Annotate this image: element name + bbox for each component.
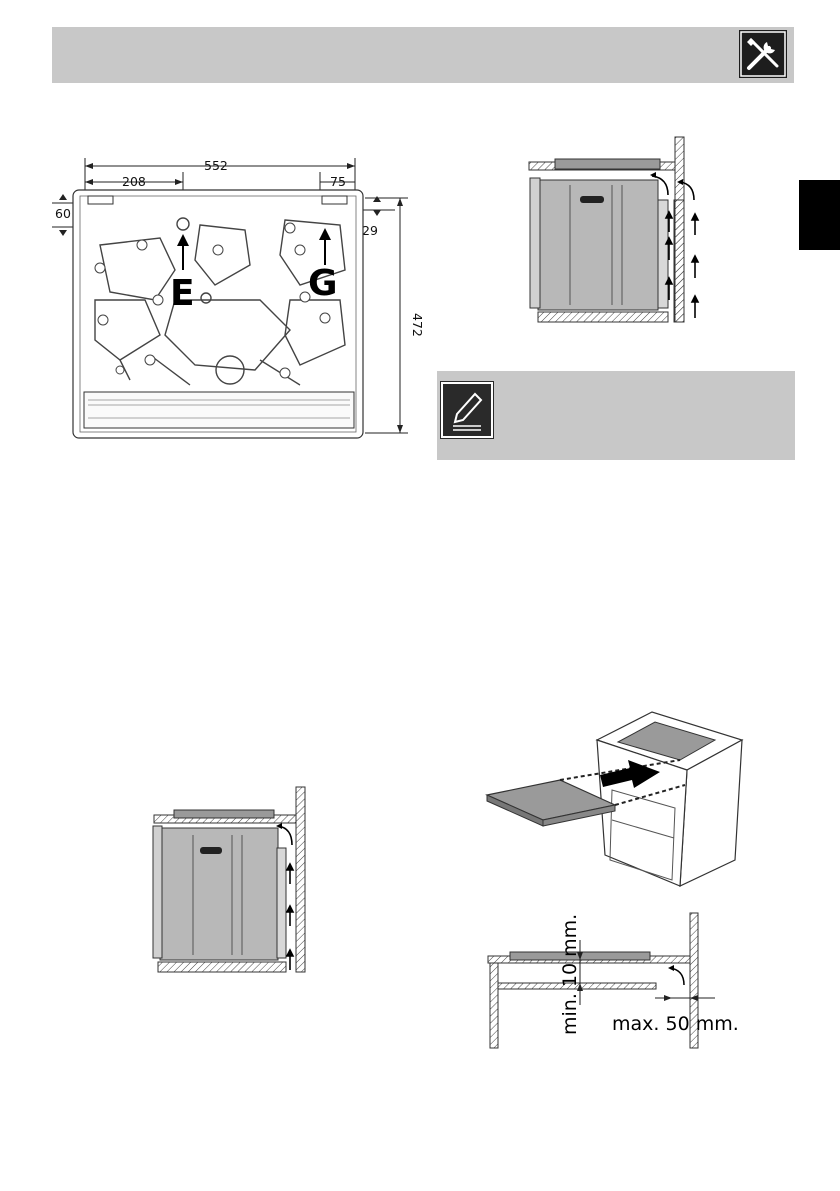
panel-insertion-diagram bbox=[480, 705, 750, 890]
label-g: G bbox=[308, 263, 338, 304]
dim-height: 472 bbox=[410, 313, 425, 337]
dim-top-right: 29 bbox=[362, 223, 378, 238]
ventilation-diagram-wall bbox=[520, 135, 720, 330]
label-e: E bbox=[170, 273, 195, 314]
clearance-diagram: min. 10 mm. max. 50 mm. bbox=[485, 905, 745, 1055]
rear-view-diagram: 552 208 75 60 29 472 bbox=[48, 150, 418, 450]
clearance-vertical-label: min. 10 mm. bbox=[559, 914, 581, 1035]
dim-right-offset: 75 bbox=[330, 174, 346, 189]
section-tab bbox=[799, 180, 840, 250]
header-bar bbox=[52, 27, 794, 83]
dim-total-width: 552 bbox=[204, 158, 228, 173]
ventilation-diagram-side bbox=[150, 785, 310, 975]
dim-left-offset: 208 bbox=[122, 174, 146, 189]
dim-top-left: 60 bbox=[55, 206, 71, 221]
tools-icon bbox=[739, 30, 787, 78]
clearance-horizontal-label: max. 50 mm. bbox=[612, 1013, 739, 1035]
pencil-note-icon bbox=[441, 382, 493, 438]
